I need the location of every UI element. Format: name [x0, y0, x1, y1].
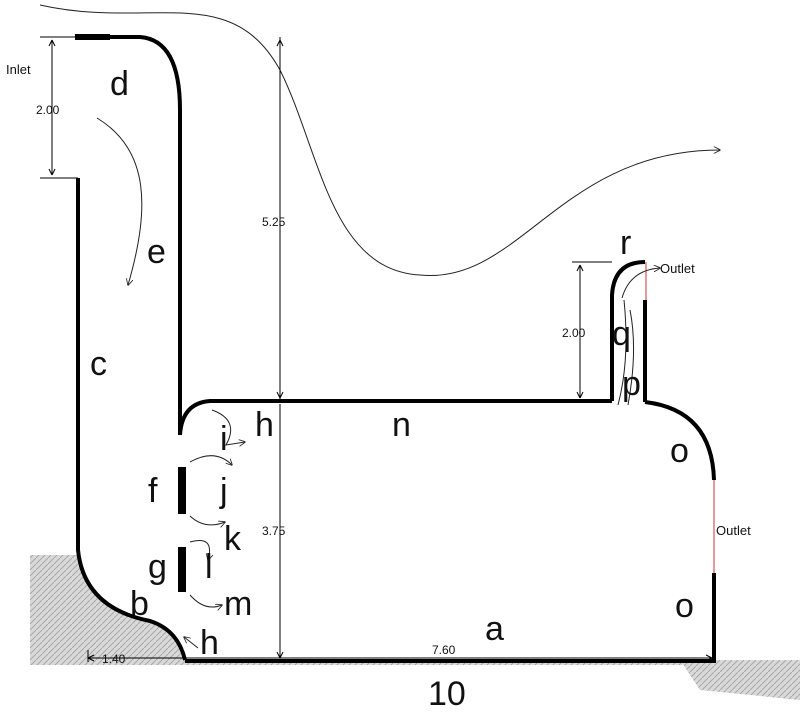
flow-arrow-q — [627, 309, 635, 406]
inlet-label: Inlet — [6, 62, 31, 77]
wall-d — [75, 35, 182, 111]
dim-outlet-2 — [572, 261, 612, 399]
dim-upper-label: 5.25 — [262, 215, 286, 229]
dim-bottom — [87, 650, 713, 662]
label-h-top: h — [255, 406, 274, 444]
label-m: m — [224, 585, 252, 623]
inlet-flow-arrow — [96, 117, 143, 285]
label-k: k — [224, 520, 242, 558]
label-l: l — [205, 548, 213, 586]
dim-outlet-label: 2.00 — [562, 326, 586, 340]
total-width-label: 10 — [428, 675, 466, 713]
wall-c — [76, 178, 187, 661]
label-o-upper: o — [670, 432, 689, 470]
label-f: f — [148, 472, 158, 510]
label-b: b — [130, 585, 149, 623]
dim-inlet-label: 2.00 — [36, 103, 60, 117]
baffle-f — [178, 467, 186, 514]
label-r: r — [620, 224, 631, 262]
airflow-curve — [39, 4, 720, 276]
label-p: p — [622, 365, 641, 403]
ground-left — [30, 555, 185, 660]
label-a: a — [485, 610, 504, 648]
flow-arrow-k — [189, 515, 225, 525]
label-e: e — [147, 233, 166, 271]
outlet-top-label: Outlet — [660, 261, 695, 276]
label-o-lower: o — [675, 587, 694, 625]
wall-q — [610, 260, 646, 401]
wall-o — [644, 400, 716, 481]
flow-arrow-h-bottom — [184, 637, 199, 649]
label-n: n — [392, 406, 411, 444]
label-h-bottom: h — [200, 624, 219, 662]
label-q: q — [612, 315, 631, 353]
flow-arrow-l — [189, 540, 210, 560]
ground-right — [680, 660, 800, 700]
label-j: j — [219, 472, 228, 510]
flow-arrow-p — [617, 299, 627, 406]
dim-bottom-left-label: 1.40 — [102, 652, 126, 666]
wall-h-top — [178, 399, 612, 436]
baffle-g — [178, 547, 186, 592]
outlet-side-label: Outlet — [716, 523, 751, 538]
flow-arrow-j — [189, 455, 232, 465]
dim-lower-375 — [276, 404, 284, 659]
dim-lower-label: 3.75 — [262, 524, 286, 538]
dim-inlet-2 — [40, 36, 78, 179]
label-c: c — [90, 345, 107, 383]
flow-arrow-m — [189, 594, 222, 607]
flow-arrow-r — [621, 268, 660, 299]
label-i: i — [220, 420, 228, 458]
dim-upper-525 — [276, 37, 284, 401]
dim-bottom-main-label: 7.60 — [432, 643, 456, 657]
label-d: d — [110, 65, 129, 103]
label-g: g — [148, 548, 167, 586]
flow-arrow-i — [211, 409, 245, 445]
